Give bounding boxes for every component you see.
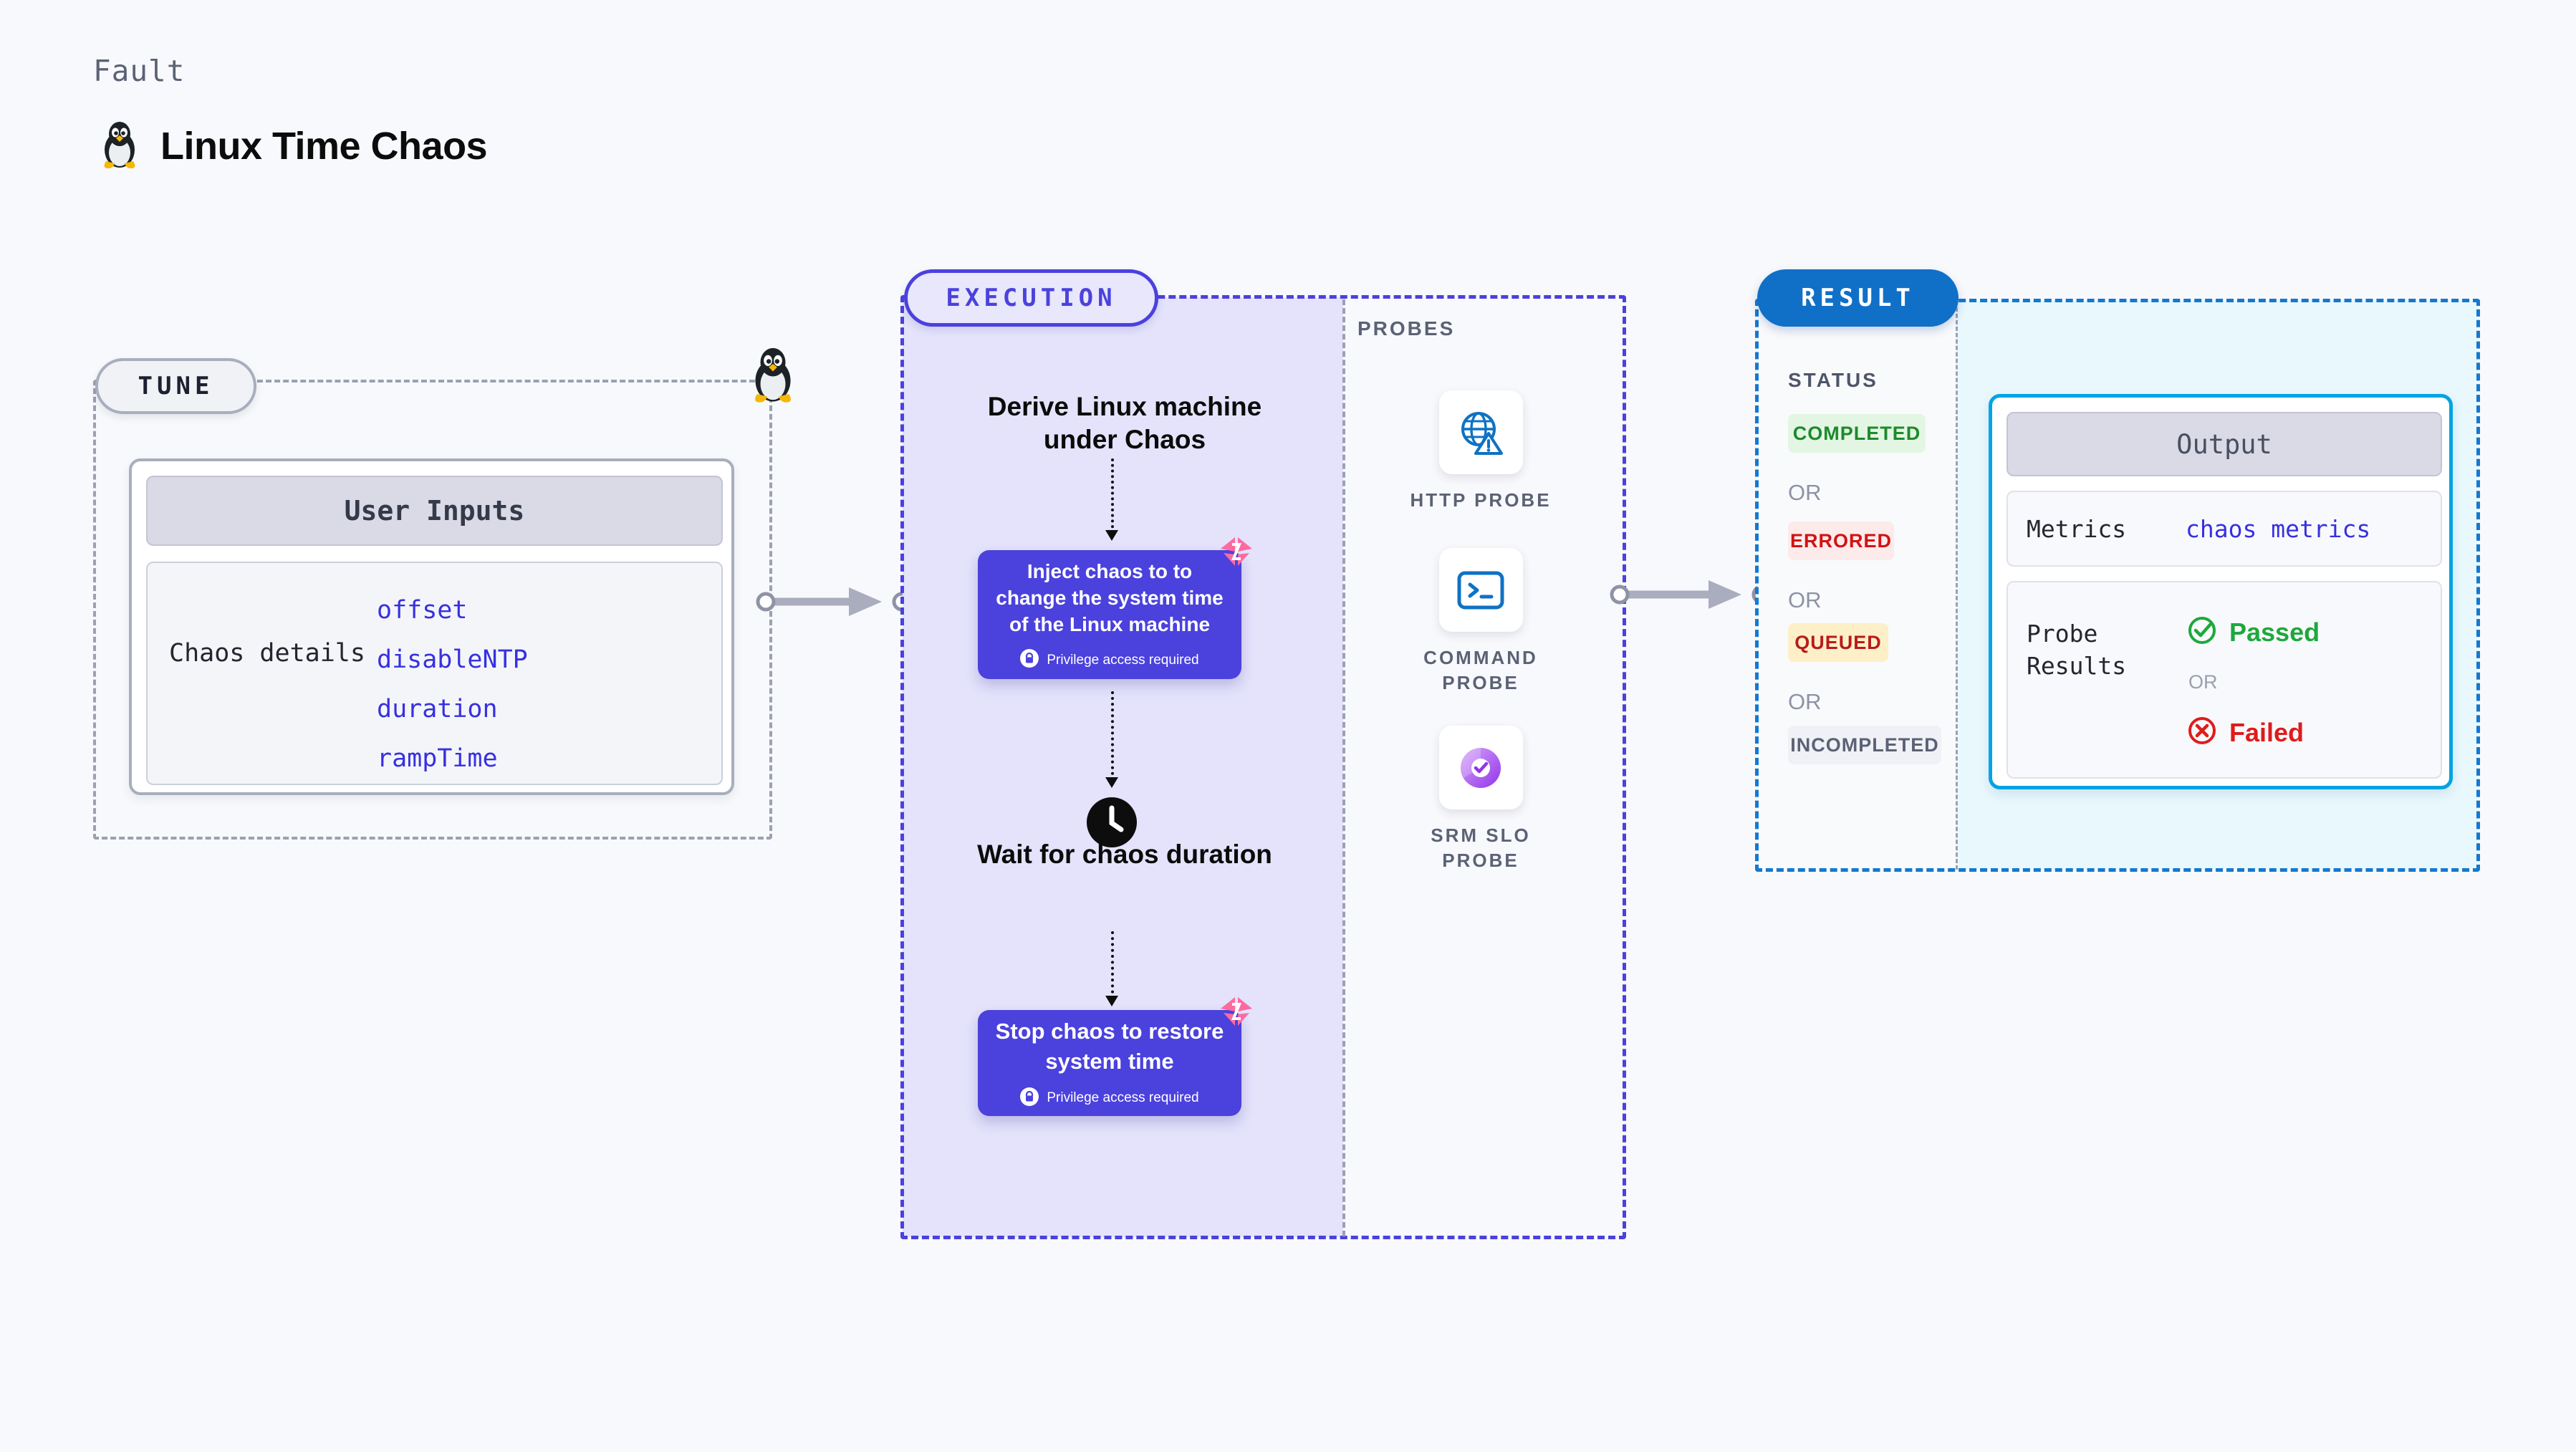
flow-arrow-line	[1111, 691, 1117, 781]
execution-pill-label: EXECUTION	[904, 269, 1158, 327]
tune-pill-label: TUNE	[95, 358, 256, 414]
output-title: Output	[2007, 412, 2442, 476]
globe-warning-icon	[1438, 390, 1523, 474]
metrics-label: Metrics	[2027, 515, 2127, 543]
status-or-1: OR	[1788, 480, 1822, 505]
probe-verdict-passed: Passed	[2187, 615, 2320, 649]
execution-step-title: Derive Linux machine under Chaos	[987, 392, 1262, 454]
fault-kicker: Fault	[93, 54, 186, 88]
chaos-param-duration[interactable]: duration	[377, 695, 498, 723]
terminal-prompt-icon	[1438, 548, 1523, 632]
result-pill-label: RESULT	[1757, 269, 1959, 327]
chaos-details-card: Chaos details offset disableNTP duration…	[146, 562, 723, 785]
probe-item-srm-slo[interactable]: SRM SLO PROBE	[1398, 726, 1563, 873]
status-output-divider	[1956, 301, 1958, 870]
privilege-note-text: Privilege access required	[1047, 1090, 1199, 1106]
privilege-note: Privilege access required	[1020, 1087, 1199, 1110]
harness-corner-badge	[1216, 994, 1254, 1032]
flow-arrow-line	[1111, 931, 1117, 999]
probe-label-srm-slo: SRM SLO PROBE	[1431, 824, 1531, 871]
harness-corner-badge	[1216, 534, 1254, 572]
probes-divider	[1342, 299, 1345, 1236]
flow-arrow-head	[1105, 530, 1118, 541]
probe-verdict-or: OR	[2188, 671, 2218, 693]
status-or-2: OR	[1788, 587, 1822, 612]
flow-arrow-head	[1105, 777, 1118, 788]
stop-chaos-block[interactable]: Stop chaos to restore system time Privil…	[978, 997, 1252, 1116]
probe-item-http[interactable]: HTTP PROBE	[1398, 390, 1563, 513]
page-title: Linux Time Chaos	[97, 118, 488, 173]
page-title-text: Linux Time Chaos	[160, 124, 488, 168]
probes-section-label: PROBES	[1357, 317, 1456, 340]
privilege-note: Privilege access required	[1020, 649, 1199, 671]
status-badge-queued: QUEUED	[1788, 623, 1888, 662]
output-card: Output Metrics chaos metrics Probe Resul…	[1989, 394, 2453, 789]
execution-section	[900, 295, 1626, 1239]
chaos-param-disablentp[interactable]: disableNTP	[377, 645, 528, 674]
privilege-note-text: Privilege access required	[1047, 652, 1199, 668]
status-or-3: OR	[1788, 689, 1822, 714]
status-badge-errored: ERRORED	[1788, 521, 1894, 560]
connector-tune-to-execution	[756, 587, 912, 616]
check-circle-icon	[2187, 615, 2217, 649]
result-section	[1755, 299, 2480, 872]
flow-arrow-line	[1111, 458, 1117, 534]
failed-label: Failed	[2229, 717, 2305, 747]
x-circle-icon	[2187, 716, 2217, 749]
linux-tux-penguin-icon	[743, 344, 803, 404]
chaos-param-ramptime[interactable]: rampTime	[377, 744, 498, 773]
user-inputs-title: User Inputs	[146, 476, 723, 546]
result-status-background	[1757, 301, 1956, 870]
srm-slo-donut-check-icon	[1438, 726, 1523, 809]
lock-icon	[1020, 1087, 1039, 1110]
stop-chaos-text: Stop chaos to restore system time	[995, 1019, 1224, 1074]
metrics-row: Metrics chaos metrics	[2007, 491, 2442, 567]
chaos-parameter-list: offset disableNTP duration rampTime	[377, 596, 528, 773]
user-inputs-card: User Inputs Chaos details offset disable…	[129, 458, 734, 795]
probe-label-command: COMMAND PROBE	[1423, 647, 1538, 693]
flow-arrow-head	[1105, 996, 1118, 1006]
chaos-details-label: Chaos details	[169, 639, 365, 668]
probe-results-label: Probe Results	[2027, 620, 2127, 680]
lock-icon	[1020, 649, 1039, 671]
probe-label-http: HTTP PROBE	[1410, 489, 1552, 511]
passed-label: Passed	[2229, 617, 2320, 647]
chaos-param-offset[interactable]: offset	[377, 596, 468, 625]
status-label: STATUS	[1788, 369, 1878, 391]
status-badge-incompleted: INCOMPLETED	[1788, 726, 1941, 764]
wait-duration-label: Wait for chaos duration	[977, 840, 1272, 869]
probe-verdict-failed: Failed	[2187, 716, 2304, 749]
inject-chaos-text: Inject chaos to to change the system tim…	[996, 559, 1224, 636]
metrics-value[interactable]: chaos metrics	[2186, 515, 2371, 543]
probe-item-command[interactable]: COMMAND PROBE	[1398, 548, 1563, 696]
status-badge-completed: COMPLETED	[1788, 414, 1926, 453]
connector-execution-to-result	[1610, 580, 1772, 609]
clock-icon	[1087, 797, 1137, 851]
inject-chaos-block[interactable]: Inject chaos to to change the system tim…	[978, 537, 1252, 679]
linux-tux-penguin-icon	[97, 118, 142, 173]
probe-results-row: Probe Results Passed OR	[2007, 581, 2442, 779]
